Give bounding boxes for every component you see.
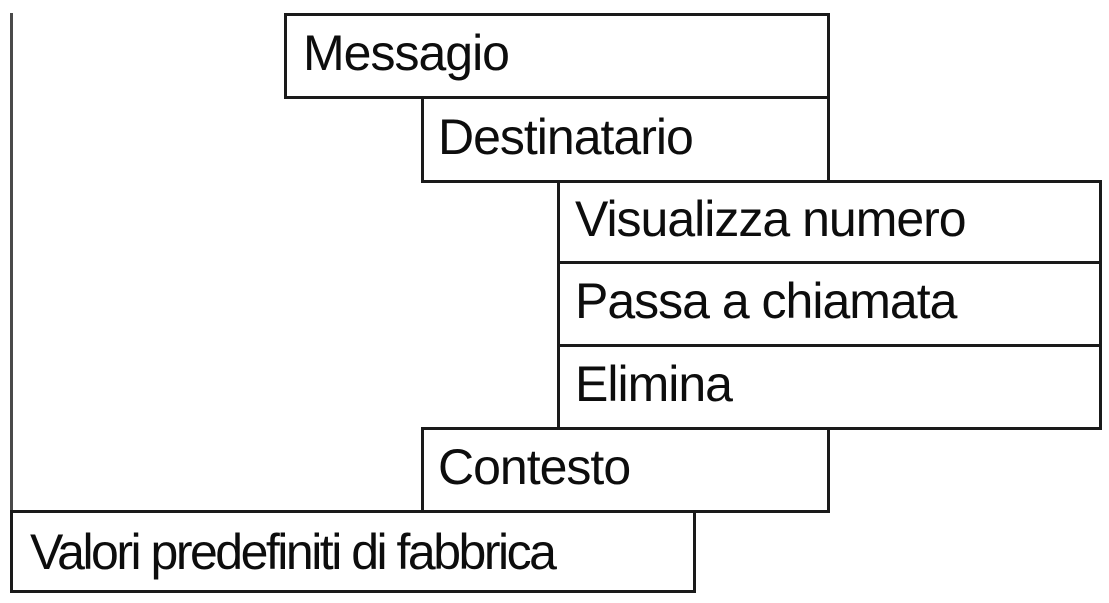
- menu-node-valori-predefiniti: Valori predefiniti di fabbrica: [10, 510, 696, 593]
- menu-node-messagio: Messagio: [284, 13, 830, 99]
- menu-node-visualizza-numero: Visualizza numero: [557, 180, 1102, 264]
- menu-node-label: Visualizza numero: [575, 191, 967, 247]
- menu-node-label: Passa a chiamata: [575, 273, 957, 329]
- menu-node-elimina: Elimina: [557, 344, 1102, 430]
- menu-node-destinatario: Destinatario: [421, 96, 830, 183]
- menu-node-label: Valori predefiniti di fabbrica: [30, 523, 557, 580]
- menu-node-label: Elimina: [575, 356, 733, 412]
- menu-node-contesto: Contesto: [421, 427, 830, 513]
- menu-node-label: Destinatario: [438, 108, 694, 165]
- menu-node-passa-a-chiamata: Passa a chiamata: [557, 261, 1102, 347]
- menu-node-label: Messagio: [303, 25, 510, 81]
- menu-node-label: Contesto: [438, 439, 631, 495]
- tree-trunk-line: [10, 13, 13, 512]
